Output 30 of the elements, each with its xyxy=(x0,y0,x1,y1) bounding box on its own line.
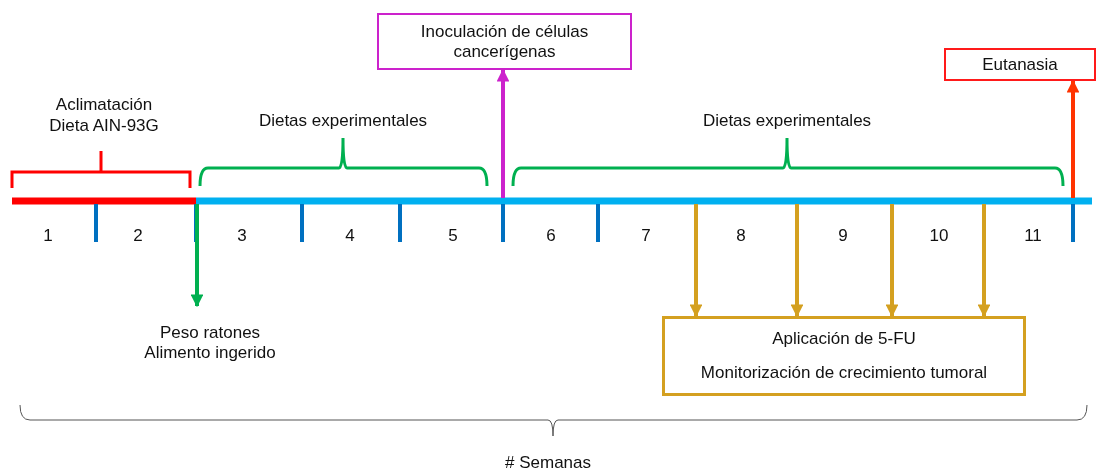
arrow xyxy=(977,204,991,318)
week-number: 6 xyxy=(545,225,557,246)
week-number: 8 xyxy=(735,225,747,246)
arrow xyxy=(190,204,204,308)
week-number: 10 xyxy=(928,225,950,246)
week-number: 3 xyxy=(236,225,248,246)
week-number: 7 xyxy=(640,225,652,246)
box-text: Monitorización de crecimiento tumoral xyxy=(700,363,988,383)
week-number: 11 xyxy=(1023,225,1043,246)
phase-label: Aclimatación Dieta AIN-93G xyxy=(48,94,160,136)
event-box xyxy=(377,13,632,70)
week-number: 9 xyxy=(837,225,849,246)
event-box xyxy=(662,316,1026,396)
box-text: Eutanasia xyxy=(982,54,1058,75)
week-number: 5 xyxy=(447,225,459,246)
axis-label: # Semanas xyxy=(504,452,592,473)
week-number: 4 xyxy=(344,225,356,246)
arrow xyxy=(1066,79,1080,198)
week-number: 1 xyxy=(42,225,54,246)
arrow xyxy=(689,204,703,318)
week-number: 2 xyxy=(132,225,144,246)
arrow xyxy=(790,204,804,318)
arrow xyxy=(496,68,510,198)
phase-label: Dietas experimentales xyxy=(257,110,429,131)
box-text: Peso ratones Alimento ingerido xyxy=(143,323,277,363)
arrow xyxy=(885,204,899,318)
box-text: Aplicación de 5-FU xyxy=(772,329,916,349)
phase-label: Dietas experimentales xyxy=(701,110,873,131)
event-box xyxy=(944,48,1096,81)
box-text: Inoculación de células cancerígenas xyxy=(419,21,590,62)
